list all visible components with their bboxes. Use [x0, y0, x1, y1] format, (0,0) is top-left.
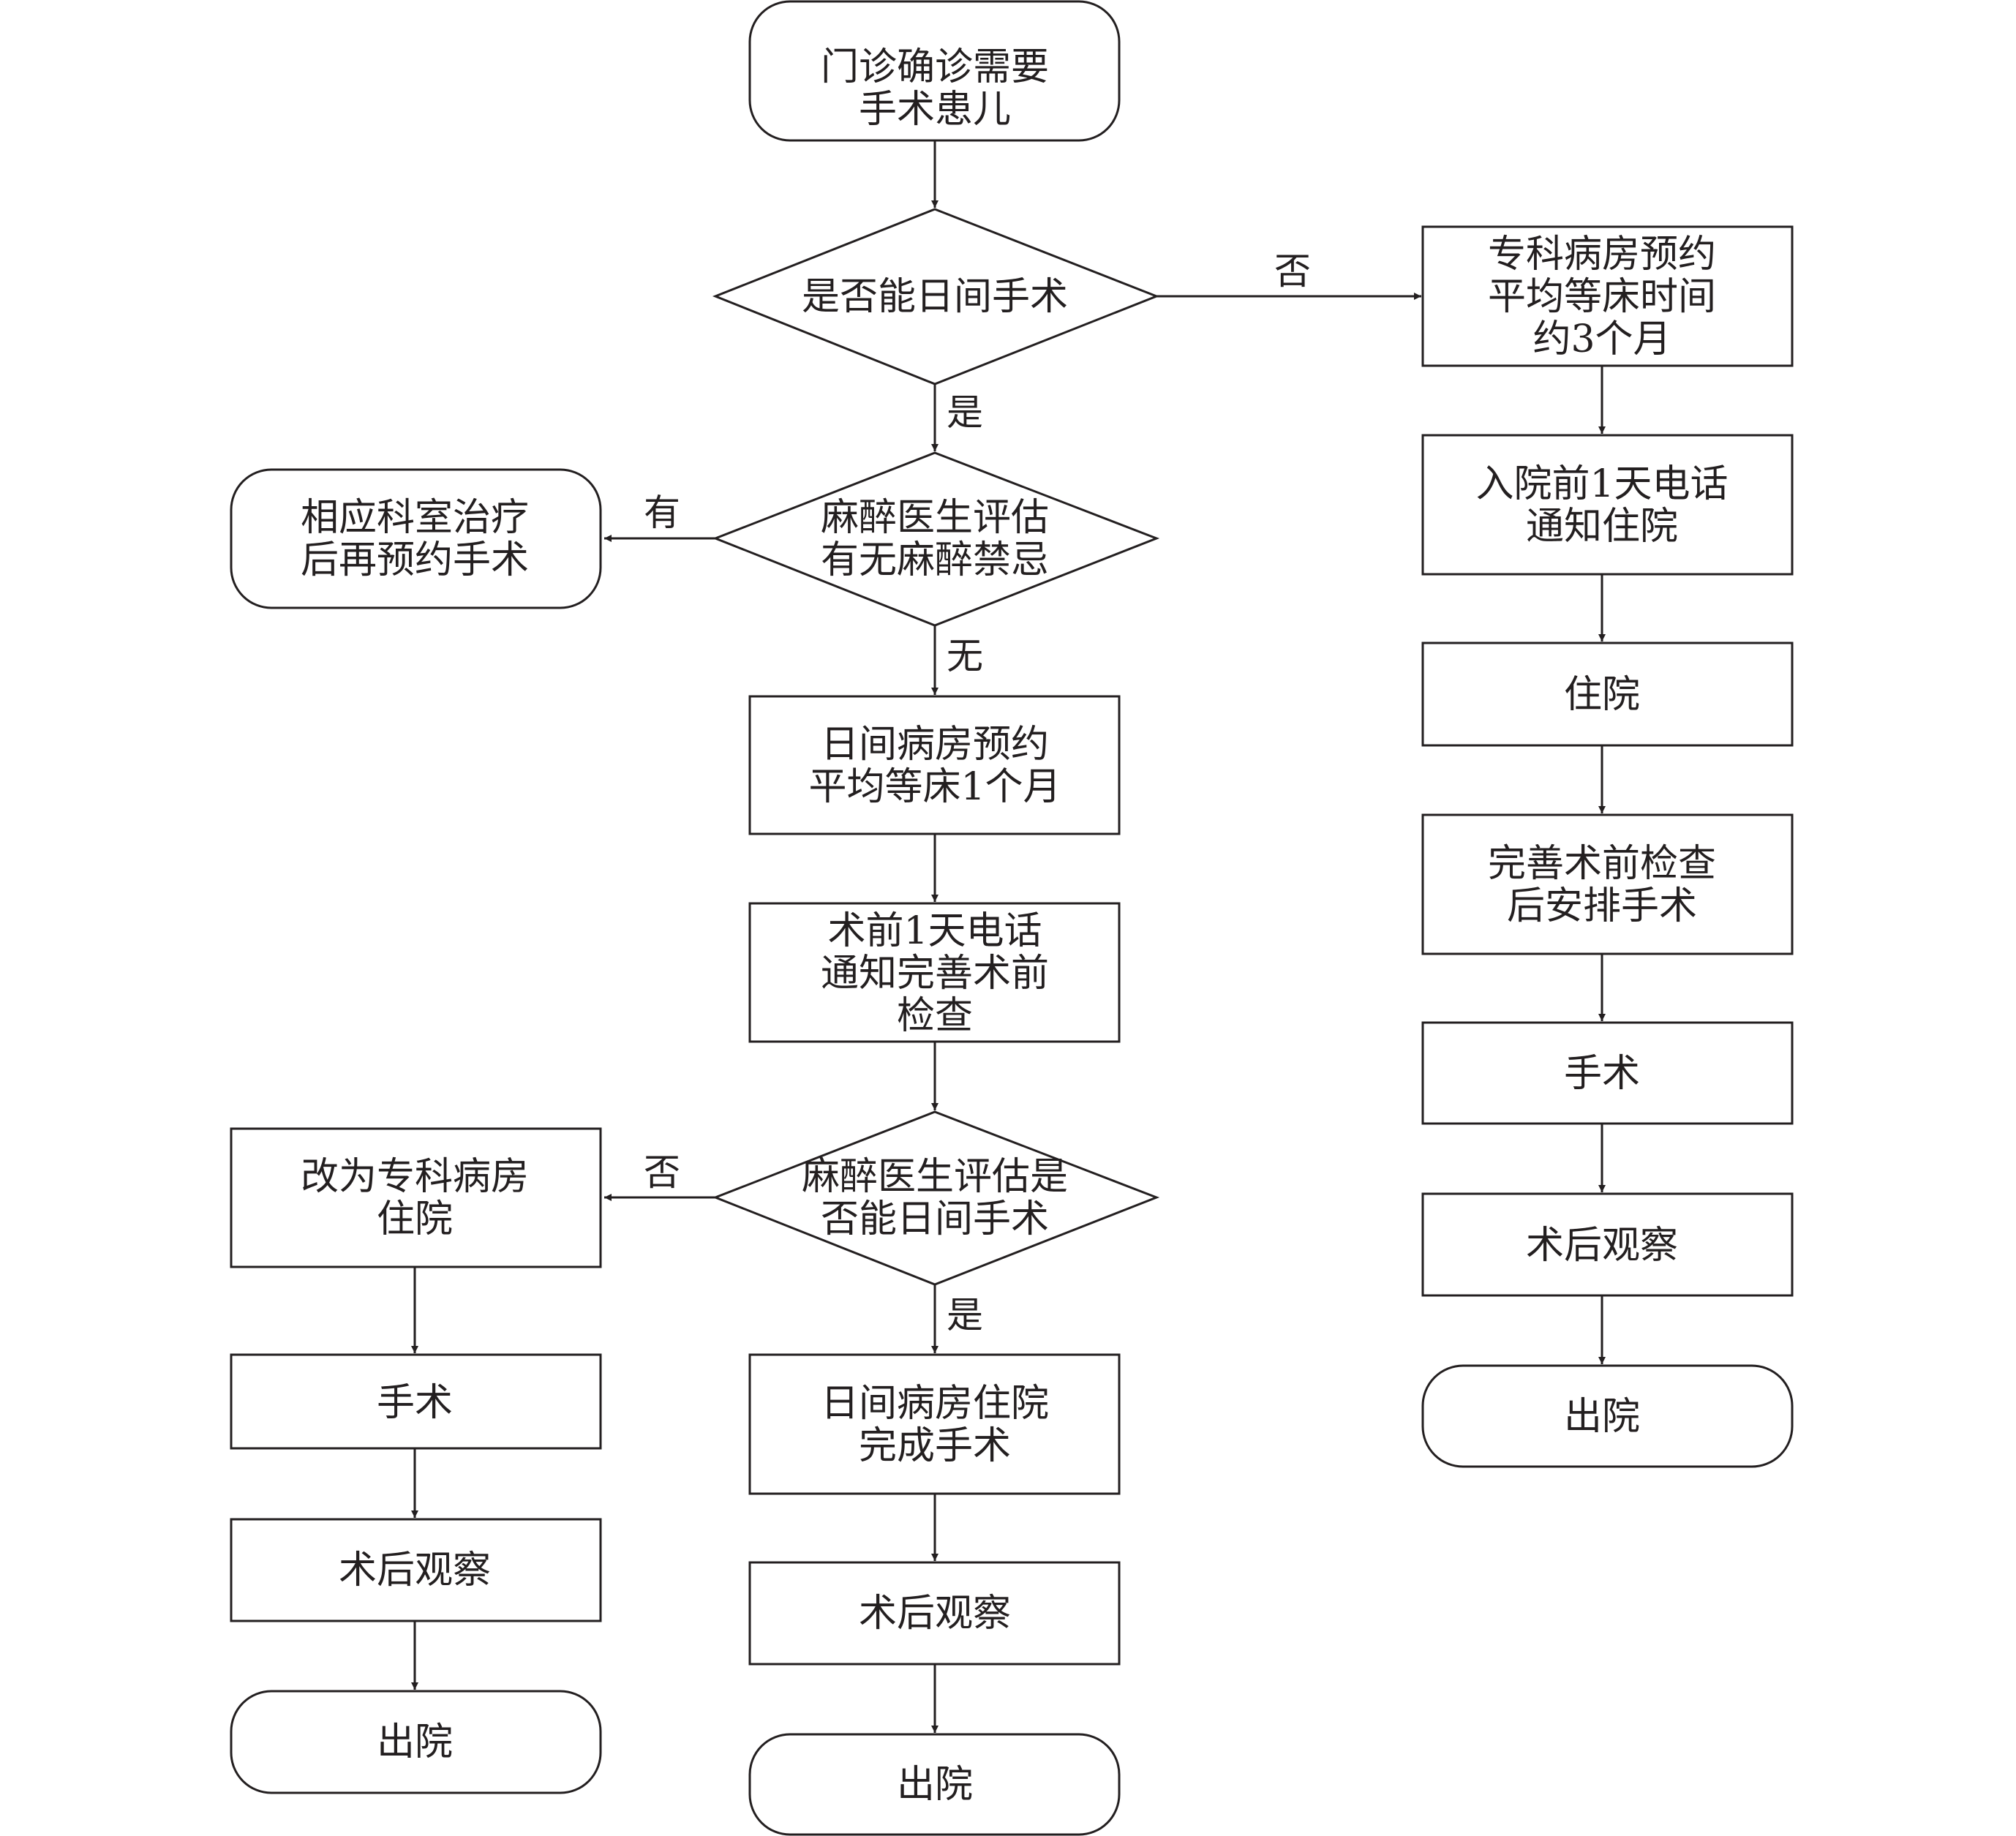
node-text-line: 完成手术 — [859, 1424, 1011, 1468]
node-text-line: 通知完善术前 — [821, 952, 1049, 996]
node-text-line: 通知住院 — [1526, 505, 1678, 549]
node-text-line: 住院 — [1564, 673, 1640, 717]
node-text-line: 平均等床时间 — [1488, 275, 1716, 319]
node-text-line: 约3个月 — [1532, 317, 1671, 361]
node-text-line: 麻醉医生评估 — [821, 496, 1049, 540]
node-text-line: 出院 — [897, 1763, 973, 1807]
edge-label-yes-top: 是 — [947, 391, 983, 434]
node-decision-day-surgery: 是否能日间手术 — [712, 208, 1160, 385]
node-text-line: 术后观察 — [1526, 1224, 1678, 1268]
node-admission: 住院 — [1421, 642, 1794, 747]
node-text-line: 检查 — [897, 994, 973, 1038]
edge-label-no-top: 否 — [1274, 250, 1311, 293]
node-mid-discharge: 出院 — [748, 1733, 1121, 1836]
node-text-line: 否能日间手术 — [821, 1197, 1049, 1241]
node-text-line: 改为专科病房 — [301, 1155, 529, 1199]
edge-label-none-contra: 无 — [947, 635, 983, 677]
edge-label-yes-mid: 是 — [947, 1294, 983, 1336]
edge-label-has-contra: 有 — [644, 492, 680, 534]
node-text-line: 专科病房预约 — [1488, 233, 1716, 276]
node-text-line: 手术患儿 — [859, 88, 1011, 132]
edge-labels: 否 是 有 无 否 是 — [644, 250, 1311, 1336]
node-text-line: 术前1天电话 — [827, 909, 1042, 953]
node-text-line: 出院 — [377, 1720, 453, 1764]
node-text-line: 住院 — [377, 1197, 453, 1241]
edge-label-no-mid: 否 — [644, 1151, 680, 1194]
node-text-line: 麻醉医生评估是 — [802, 1155, 1068, 1199]
node-right-discharge: 出院 — [1421, 1364, 1794, 1468]
node-text-line: 平均等床1个月 — [808, 765, 1061, 809]
node-text-line: 是否能日间手术 — [802, 275, 1068, 319]
node-mid-post-op-observation: 术后观察 — [748, 1561, 1121, 1666]
node-text-line: 相应科室治疗 — [301, 496, 529, 540]
node-text-line: 日间病房住院 — [821, 1382, 1049, 1426]
node-right-post-op-observation: 术后观察 — [1421, 1192, 1794, 1297]
node-right-surgery: 手术 — [1421, 1021, 1794, 1125]
node-text-line: 手术 — [377, 1381, 453, 1425]
node-text-line: 后再预约手术 — [301, 538, 529, 582]
node-text-line: 术后观察 — [339, 1549, 491, 1592]
node-text-line: 后安排手术 — [1507, 884, 1697, 928]
node-left-discharge: 出院 — [230, 1690, 602, 1794]
node-text-line: 出院 — [1564, 1395, 1640, 1439]
node-text-line: 完善术前检查 — [1488, 842, 1716, 886]
node-text-line: 术后观察 — [859, 1592, 1011, 1636]
node-text-line: 手术 — [1564, 1052, 1640, 1096]
node-text-line: 有无麻醉禁忌 — [821, 538, 1049, 582]
node-text-line: 门诊确诊需要 — [821, 45, 1049, 89]
node-text-line: 日间病房预约 — [821, 723, 1049, 767]
node-left-post-op-observation: 术后观察 — [230, 1518, 602, 1622]
connectors — [411, 140, 1606, 1733]
node-text-line: 入院前1天电话 — [1475, 462, 1728, 506]
node-left-surgery: 手术 — [230, 1353, 602, 1450]
